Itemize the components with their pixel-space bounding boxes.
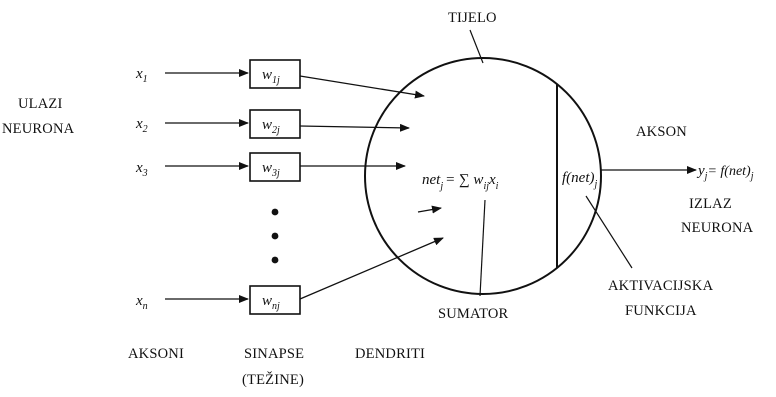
output-formula: yj= f(net)j [696, 163, 754, 182]
weight-box-2 [249, 109, 301, 139]
weight-label-1: w1j [262, 67, 280, 86]
label-sinapse: SINAPSE [244, 346, 304, 362]
label-izlaz: IZLAZ [689, 196, 732, 212]
dendrite-arrow-2 [299, 123, 410, 132]
tijelo-pointer-line [469, 29, 484, 64]
dendrite-arrow-n [299, 237, 444, 300]
label-sumator: SUMATOR [438, 306, 509, 322]
input-x3: x3 [135, 160, 148, 179]
label-akson: AKSON [636, 124, 687, 140]
ellipsis-dot-3 [271, 256, 279, 264]
input-xn: xn [135, 293, 148, 312]
label-dendriti: DENDRITI [355, 346, 425, 362]
label-tezine: (TEŽINE) [242, 371, 304, 388]
label-tijelo: TIJELO [448, 10, 497, 26]
dendrite-arrow-extra [417, 205, 442, 214]
activation-formula: f(net)j [562, 170, 597, 190]
label-ulazi: ULAZI [18, 96, 63, 112]
ellipsis-dot-1 [271, 208, 279, 216]
net-formula: netj= ∑ wijxi [422, 172, 499, 192]
input-x1: x1 [135, 66, 148, 85]
input-row-n: xn wnj [135, 237, 444, 315]
label-izlaz-neurona: NEURONA [681, 220, 754, 236]
input-row-3: x3 w3j [135, 152, 406, 182]
input-row-2: x2 w2j [135, 109, 410, 139]
label-funkcija: FUNKCIJA [625, 303, 697, 319]
input-x2: x2 [135, 116, 148, 135]
ellipsis-dot-2 [271, 232, 279, 240]
weight-box-1 [249, 59, 301, 89]
weight-label-2: w2j [262, 117, 280, 136]
input-row-1: x1 w1j [135, 59, 425, 99]
weight-label-n: wnj [262, 293, 280, 312]
sumator-pointer-line [479, 199, 486, 297]
label-ulazi-neurona: NEURONA [2, 121, 75, 137]
activation-pointer-line [585, 195, 633, 269]
label-aksoni: AKSONI [128, 346, 184, 362]
weight-box-n [249, 285, 301, 315]
dendrite-arrow-1 [299, 75, 425, 99]
weight-box-3 [249, 152, 301, 182]
weight-label-3: w3j [262, 160, 280, 179]
label-aktivacijska: AKTIVACIJSKA [608, 278, 714, 294]
neuron-body-circle [364, 57, 602, 295]
